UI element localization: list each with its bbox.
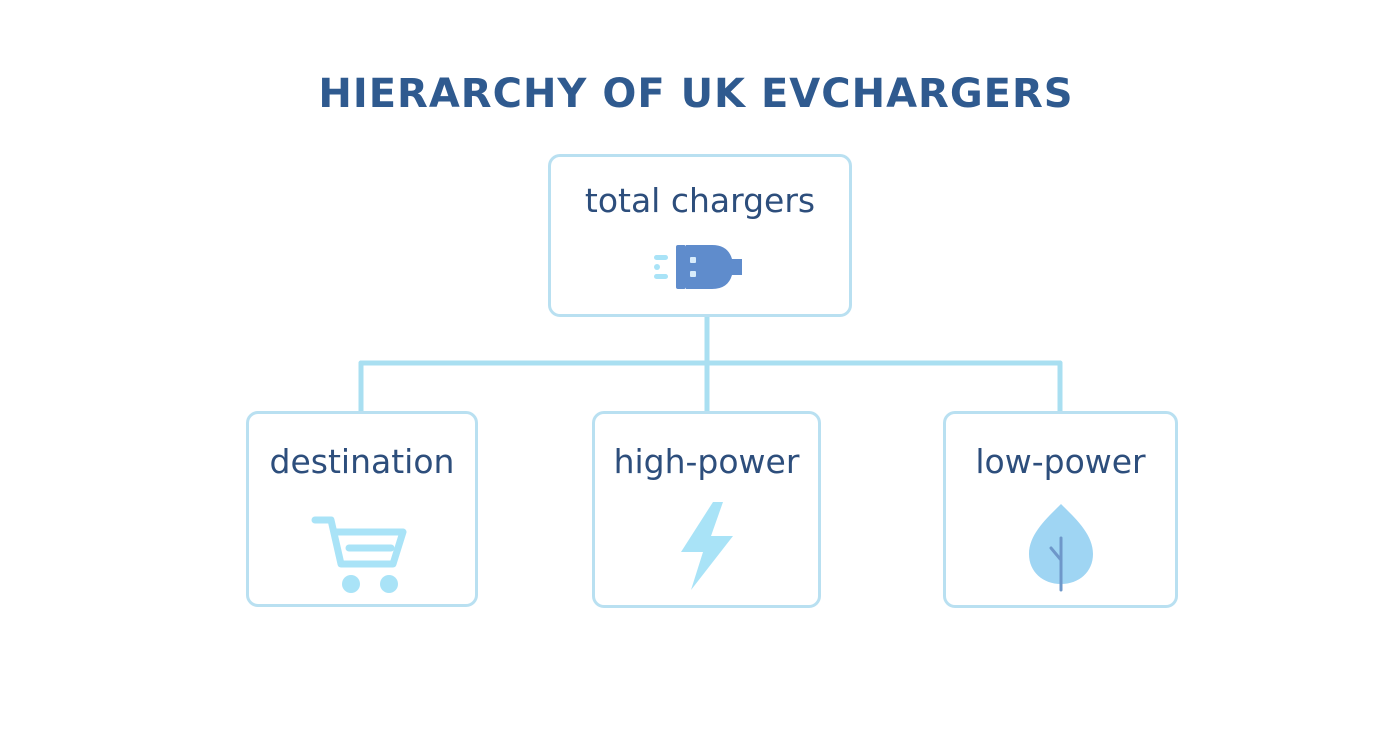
- root-node-total-chargers: total chargers: [548, 154, 852, 317]
- ev-plug-icon: [650, 237, 750, 297]
- node-destination-label: destination: [269, 442, 455, 481]
- root-node-label: total chargers: [584, 181, 816, 220]
- node-high-power-label: high-power: [613, 442, 800, 481]
- shopping-cart-icon: [307, 508, 417, 598]
- node-high-power: high-power: [592, 411, 821, 608]
- node-low-power: low-power: [943, 411, 1178, 608]
- lightning-bolt-icon: [677, 500, 737, 592]
- node-low-power-label: low-power: [975, 442, 1146, 481]
- diagram-title: HIERARCHY OF UK EVCHARGERS: [318, 71, 1074, 117]
- leaf-icon: [1025, 500, 1097, 594]
- node-destination: destination: [246, 411, 478, 607]
